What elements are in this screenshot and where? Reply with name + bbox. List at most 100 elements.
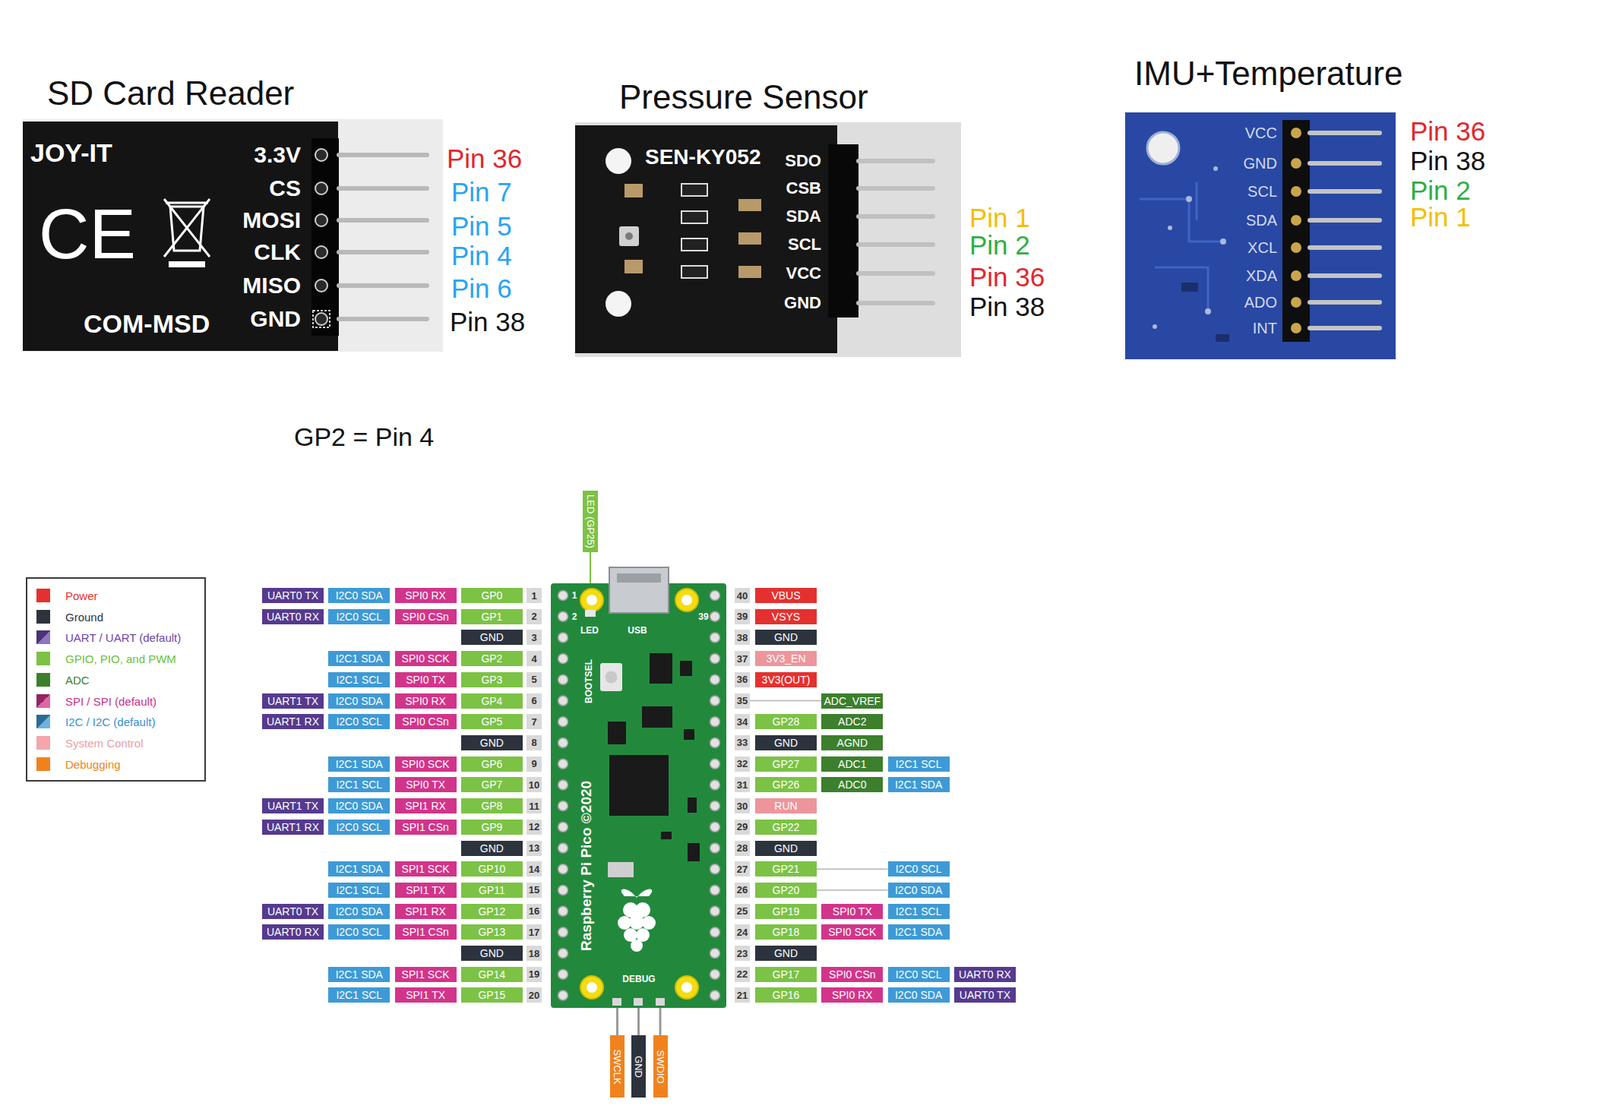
box-text: I2C0 SCL [335, 822, 383, 833]
box-text: 26 [736, 885, 748, 895]
silkscreen-text: GND [249, 307, 301, 331]
spi-label: SPI1 RX [395, 798, 457, 814]
box-text: GP21 [772, 863, 800, 875]
i2c-label: I2C1 SCL [888, 904, 950, 920]
box-text: 31 [736, 780, 748, 791]
box-text: UART0 RX [266, 611, 320, 623]
pin-number: 14 [526, 861, 542, 877]
gpio-label: GP21 [755, 861, 817, 877]
box-text: SPI0 RX [404, 590, 446, 601]
gpio-label: LED (GP25) [582, 490, 598, 553]
box-text: GP27 [772, 758, 800, 770]
box-text: 23 [736, 948, 748, 959]
box-text: UART0 RX [266, 926, 320, 938]
box-text: GND [480, 948, 504, 959]
pin-label: Pin 36 [446, 145, 522, 172]
legend-swatch [36, 630, 51, 645]
pin-number: 29 [734, 819, 750, 835]
box-text: 38 [736, 632, 748, 643]
pin-number: 19 [526, 967, 542, 983]
box-text: SPI1 SCK [401, 863, 450, 875]
box-text: I2C0 SCL [895, 969, 943, 981]
box-text: SPI0 TX [832, 906, 873, 917]
box-text: 10 [528, 780, 540, 791]
silkscreen-text: SCL [1247, 183, 1278, 200]
pin-number: 20 [526, 987, 542, 1003]
gpio-label: GP4 [461, 693, 523, 709]
pin-label: Pin 38 [1410, 147, 1486, 174]
pin-label: Pin 4 [451, 242, 513, 269]
i2c-label: I2C0 SDA [888, 987, 950, 1003]
box-text: 12 [528, 822, 540, 832]
i2c-label: I2C0 SDA [328, 904, 390, 920]
box-text: 35 [736, 695, 748, 706]
silkscreen-text: INT [1252, 320, 1278, 336]
silkscreen-text: USB [627, 626, 647, 636]
silkscreen-text: COM-MSD [83, 310, 210, 337]
ground-label: GND [755, 735, 817, 751]
module-title: SD Card Reader [47, 76, 295, 111]
i2c-label: I2C1 SDA [328, 967, 390, 983]
spi-label: SPI1 SCK [395, 861, 457, 877]
box-text: UART0 TX [959, 989, 1011, 1001]
pressure-sensor-photo [575, 122, 962, 358]
box-text: 4 [531, 654, 537, 665]
i2c-label: I2C0 SDA [328, 798, 390, 814]
box-text: GP17 [772, 969, 800, 981]
gpio-label: GP15 [461, 987, 523, 1003]
pin-number: 21 [734, 987, 750, 1003]
silkscreen-text: XDA [1245, 268, 1278, 284]
box-text: I2C0 SCL [335, 611, 383, 623]
pin-number: 31 [734, 777, 750, 793]
box-text: GP7 [480, 779, 503, 791]
pin-number: 6 [526, 693, 542, 709]
i2c-label: I2C0 SDA [328, 588, 390, 604]
spi-label: SPI1 SCK [395, 967, 457, 983]
pico-board: 12LEDUSB39BOOTSELRaspberry Pi Pico ©2020… [550, 583, 727, 1009]
pin-number: 10 [526, 777, 542, 793]
spi-label: SPI0 RX [395, 693, 457, 709]
uart-label: UART0 TX [262, 588, 324, 604]
box-text: SPI0 SCK [401, 653, 450, 665]
gpio-label: GP14 [461, 967, 523, 983]
box-text: SPI1 CSn [401, 926, 449, 938]
box-text: GP13 [477, 926, 506, 938]
box-text: I2C1 SDA [894, 926, 943, 938]
box-text: GP16 [772, 989, 800, 1001]
spi-label: SPI0 SCK [395, 756, 457, 772]
box-text: GP28 [772, 716, 800, 728]
box-text: GP4 [480, 695, 503, 707]
box-text: 14 [528, 864, 540, 875]
box-text: I2C1 SCL [895, 758, 943, 770]
pin-number: 4 [526, 651, 542, 667]
box-text: GP3 [480, 674, 503, 686]
pin-number: 35 [734, 693, 750, 709]
i2c-label: I2C0 SCL [888, 967, 950, 983]
box-text: 9 [531, 758, 537, 769]
imu-photo [1125, 112, 1396, 360]
pin-number: 33 [734, 735, 750, 751]
adc-label: AGND [821, 735, 883, 751]
box-text: 25 [736, 906, 748, 917]
box-text: GND [480, 737, 504, 749]
box-text: 36 [736, 674, 748, 685]
box-text: GP26 [772, 779, 800, 791]
legend-swatch-shade [36, 694, 51, 709]
spi-label: SPI1 RX [395, 904, 457, 920]
box-text: SPI0 CSn [828, 969, 876, 981]
sd-card-photo [22, 119, 443, 352]
box-text: 28 [736, 843, 748, 854]
gpio-label: GP16 [755, 987, 817, 1003]
box-text: I2C1 SCL [335, 885, 383, 896]
silkscreen-text: CLK [253, 240, 301, 264]
gpio-label: GP7 [461, 777, 523, 793]
box-text: I2C1 SCL [895, 906, 943, 917]
box-text: LED (GP25) [585, 494, 596, 549]
silkscreen-text: CE [38, 199, 136, 269]
leader-line [816, 869, 889, 870]
spi-label: SPI1 CSn [395, 924, 457, 940]
adc-label: ADC2 [821, 714, 883, 730]
box-text: 18 [528, 948, 540, 959]
pin-number: 36 [734, 672, 750, 688]
pin-number: 11 [526, 798, 542, 814]
